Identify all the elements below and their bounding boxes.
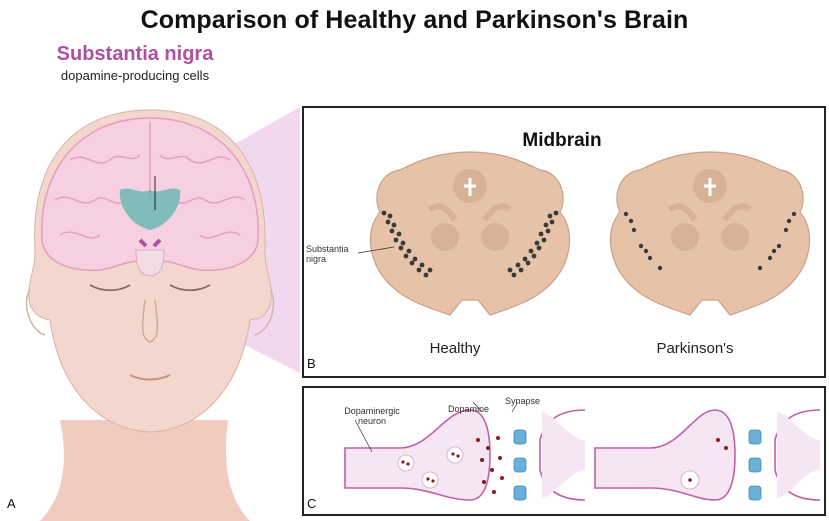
substantia-nigra-subtitle: dopamine-producing cells [30, 68, 240, 83]
page-title: Comparison of Healthy and Parkinson's Br… [0, 6, 829, 35]
healthy-midbrain [358, 152, 570, 315]
parkinsons-synapse [595, 410, 820, 500]
panel-b-letter: B [307, 356, 316, 371]
dopaminergic-neuron-label: Dopaminergic neuron [342, 406, 402, 426]
parkinsons-caption: Parkinson's [615, 340, 775, 357]
substantia-nigra-callout: Substantia nigra [306, 244, 358, 264]
substantia-nigra-title: Substantia nigra [30, 43, 240, 66]
head-illustration [0, 85, 300, 521]
dopamine-label: Dopamine [448, 404, 489, 414]
neck [40, 420, 250, 521]
panel-a-letter: A [7, 496, 16, 511]
healthy-caption: Healthy [375, 340, 535, 357]
synapse-label: Synapse [505, 396, 540, 406]
midbrain-cross-sections [304, 108, 820, 372]
panel-c-letter: C [307, 496, 316, 511]
parkinsons-midbrain [610, 152, 809, 315]
